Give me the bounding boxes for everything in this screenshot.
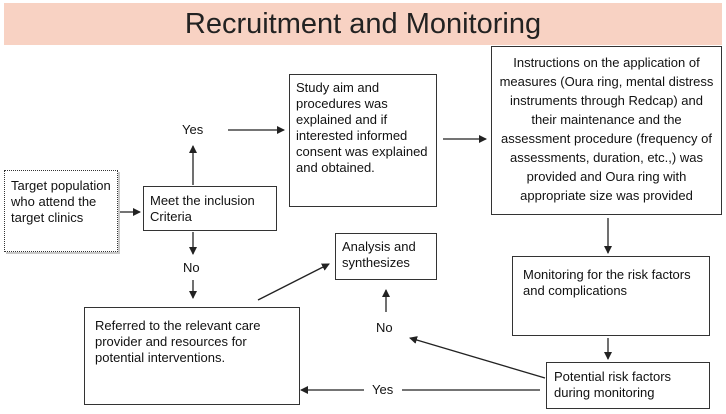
inclusion-criteria-box: Meet the inclusion Criteria <box>143 186 277 231</box>
target-population-box: Target population who attend the target … <box>4 170 118 252</box>
monitoring-text: Monitoring for the risk factors and comp… <box>523 267 691 298</box>
target-population-text: Target population who attend the target … <box>11 178 111 225</box>
title-banner: Recruitment and Monitoring <box>4 3 722 45</box>
instructions-box: Instructions on the application of measu… <box>491 46 722 215</box>
diagram-title: Recruitment and Monitoring <box>184 8 542 40</box>
analysis-box: Analysis and synthesizes <box>335 233 437 280</box>
no-label-left: No <box>183 260 200 275</box>
instructions-text: Instructions on the application of measu… <box>499 55 714 203</box>
study-aim-text: Study aim and procedures was explained a… <box>296 80 428 175</box>
inclusion-criteria-text: Meet the inclusion Criteria <box>150 193 255 224</box>
referred-text: Referred to the relevant care provider a… <box>95 318 261 365</box>
referred-box: Referred to the relevant care provider a… <box>84 307 300 405</box>
analysis-text: Analysis and synthesizes <box>342 239 416 270</box>
arrow-risk-to-no <box>409 336 546 379</box>
risk-factors-text: Potential risk factors during monitoring <box>554 369 672 400</box>
arrow-referred-to-analysis <box>257 263 330 301</box>
yes-label-bottom: Yes <box>372 382 394 397</box>
no-label-right: No <box>376 320 393 335</box>
monitoring-box: Monitoring for the risk factors and comp… <box>512 256 710 336</box>
yes-label-top: Yes <box>182 122 204 137</box>
risk-factors-box: Potential risk factors during monitoring <box>546 362 710 409</box>
study-aim-box: Study aim and procedures was explained a… <box>289 74 437 207</box>
